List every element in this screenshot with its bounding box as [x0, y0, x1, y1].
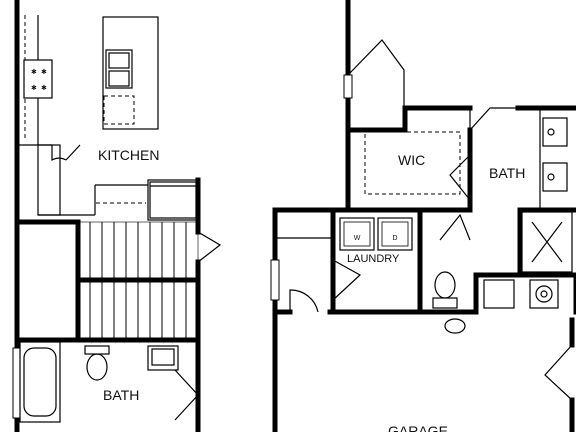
stairs: [77, 221, 199, 341]
hvac-icon: [444, 318, 466, 334]
svg-text:✱: ✱: [31, 68, 37, 76]
room-label-laundry: LAUNDRY: [347, 253, 400, 265]
stove-icon: ✱ ✱ ✱ ✱: [23, 59, 53, 99]
svg-text:✱: ✱: [41, 68, 47, 76]
washer-mark: W: [354, 235, 361, 242]
bathtub-icon: [19, 341, 61, 423]
room-label-bath-lower: BATH: [103, 387, 139, 403]
toilet-icon: [84, 345, 110, 381]
refrigerator-icon: [149, 181, 197, 219]
doors: [51, 39, 573, 421]
counters: [17, 15, 541, 239]
washer-icon: W: [339, 217, 375, 251]
dryer-icon: D: [377, 217, 413, 251]
room-label-kitchen: KITCHEN: [98, 147, 159, 163]
svg-text:✱: ✱: [41, 84, 47, 92]
vanity-sink-icon: [542, 117, 568, 192]
room-label-bath-upper: BATH: [489, 165, 525, 181]
dashed-outlines: [24, 15, 461, 204]
shower-icon: [521, 211, 573, 273]
windows: [12, 74, 353, 419]
double-sink-icon: [105, 49, 133, 89]
room-label-garage: GARAGE: [388, 423, 448, 432]
lower-vanity-sink-icon: [147, 345, 179, 371]
water-heater-icon: [483, 279, 559, 309]
dryer-mark: D: [392, 235, 397, 242]
toilet-icon: [432, 271, 458, 309]
room-label-wic: WIC: [398, 152, 425, 168]
svg-text:✱: ✱: [31, 84, 37, 92]
